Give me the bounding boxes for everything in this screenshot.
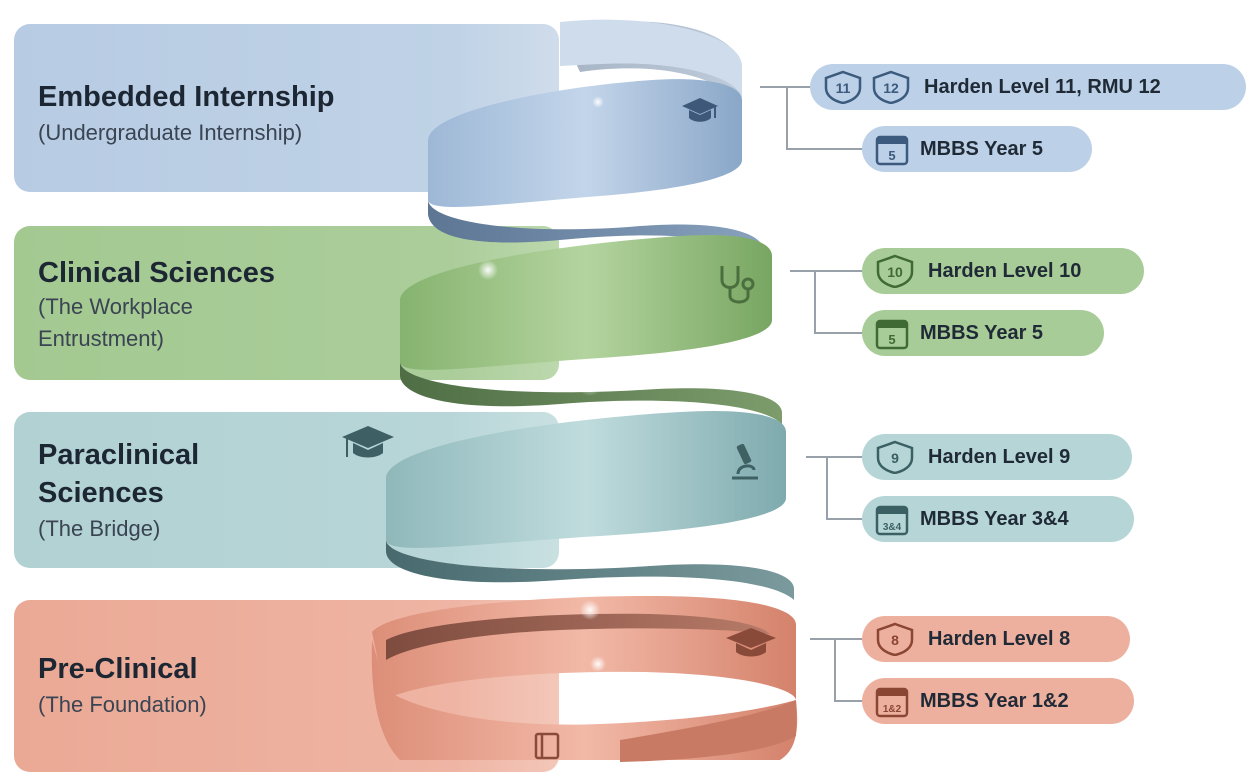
mbbs-year-pill: 5 MBBS Year 5 [862,126,1092,172]
graduation-cap-icon [682,98,718,122]
level-badge-number: 8 [891,632,899,648]
connector-line [806,456,862,458]
calendar-icon: 1&2 [875,687,909,718]
stage-title-pre-clinical: Pre-Clinical [38,653,198,685]
stage-subtitle-clinical-sciences-line2: Entrustment) [38,326,164,351]
calendar-icon: 5 [875,135,909,166]
microscope-icon [732,443,758,480]
stage-title-paraclinical-line2: Sciences [38,477,164,509]
shield-icon: 10 [876,254,914,288]
mbbs-year-pill: 1&2 MBBS Year 1&2 [862,678,1134,724]
stage-subtitle-pre-clinical: (The Foundation) [38,692,207,717]
shield-icon: 12 [872,70,910,104]
stage-subtitle-clinical-sciences-line1: (The Workplace [38,294,193,319]
level-badge-number: 10 [887,264,903,280]
connector-line [834,638,864,702]
harden-level-label: Harden Level 10 [928,259,1082,282]
connector-line [810,638,862,640]
shield-icon: 11 [824,70,862,104]
year-badge-number: 5 [888,148,895,163]
harden-level-pill: 11 12 Harden Level 11, RMU 12 [810,64,1246,110]
mbbs-year-label: MBBS Year 5 [920,321,1044,344]
harden-level-label: Harden Level 9 [928,445,1071,468]
harden-level-pill: 10 Harden Level 10 [862,248,1144,294]
mbbs-year-pill: 5 MBBS Year 5 [862,310,1104,356]
graduation-cap-icon [726,628,776,657]
stage-subtitle-paraclinical: (The Bridge) [38,516,161,541]
connector-line [826,456,864,520]
shield-icon: 8 [876,622,914,656]
connector-line [786,86,864,150]
year-badge-number: 5 [888,332,895,347]
stethoscope-icon [720,266,755,304]
mbbs-year-pill: 3&4 MBBS Year 3&4 [862,496,1134,542]
mbbs-year-label: MBBS Year 1&2 [920,689,1069,712]
level-badge-number: 12 [883,80,899,96]
stage-title-embedded-internship: Embedded Internship [38,81,335,113]
stage-subtitle-embedded-internship: (Undergraduate Internship) [38,120,303,145]
connector-line [814,270,864,334]
year-badge-number: 3&4 [883,522,902,533]
graduation-cap-icon [342,426,394,458]
level-badge-number: 9 [891,450,899,466]
level-badge-number: 11 [836,80,851,96]
harden-level-pill: 9 Harden Level 9 [862,434,1132,480]
stage-title-paraclinical-line1: Paraclinical [38,439,200,471]
book-icon [534,732,560,760]
connector-line [790,270,862,272]
harden-level-label: Harden Level 11, RMU 12 [924,75,1161,98]
mbbs-year-label: MBBS Year 5 [920,137,1044,160]
calendar-icon: 5 [875,319,909,350]
stage-title-clinical-sciences: Clinical Sciences [38,257,275,289]
mbbs-year-label: MBBS Year 3&4 [920,507,1069,530]
calendar-icon: 3&4 [875,505,909,536]
harden-level-label: Harden Level 8 [928,627,1071,650]
year-badge-number: 1&2 [883,704,902,715]
harden-level-pill: 8 Harden Level 8 [862,616,1130,662]
shield-icon: 9 [876,440,914,474]
